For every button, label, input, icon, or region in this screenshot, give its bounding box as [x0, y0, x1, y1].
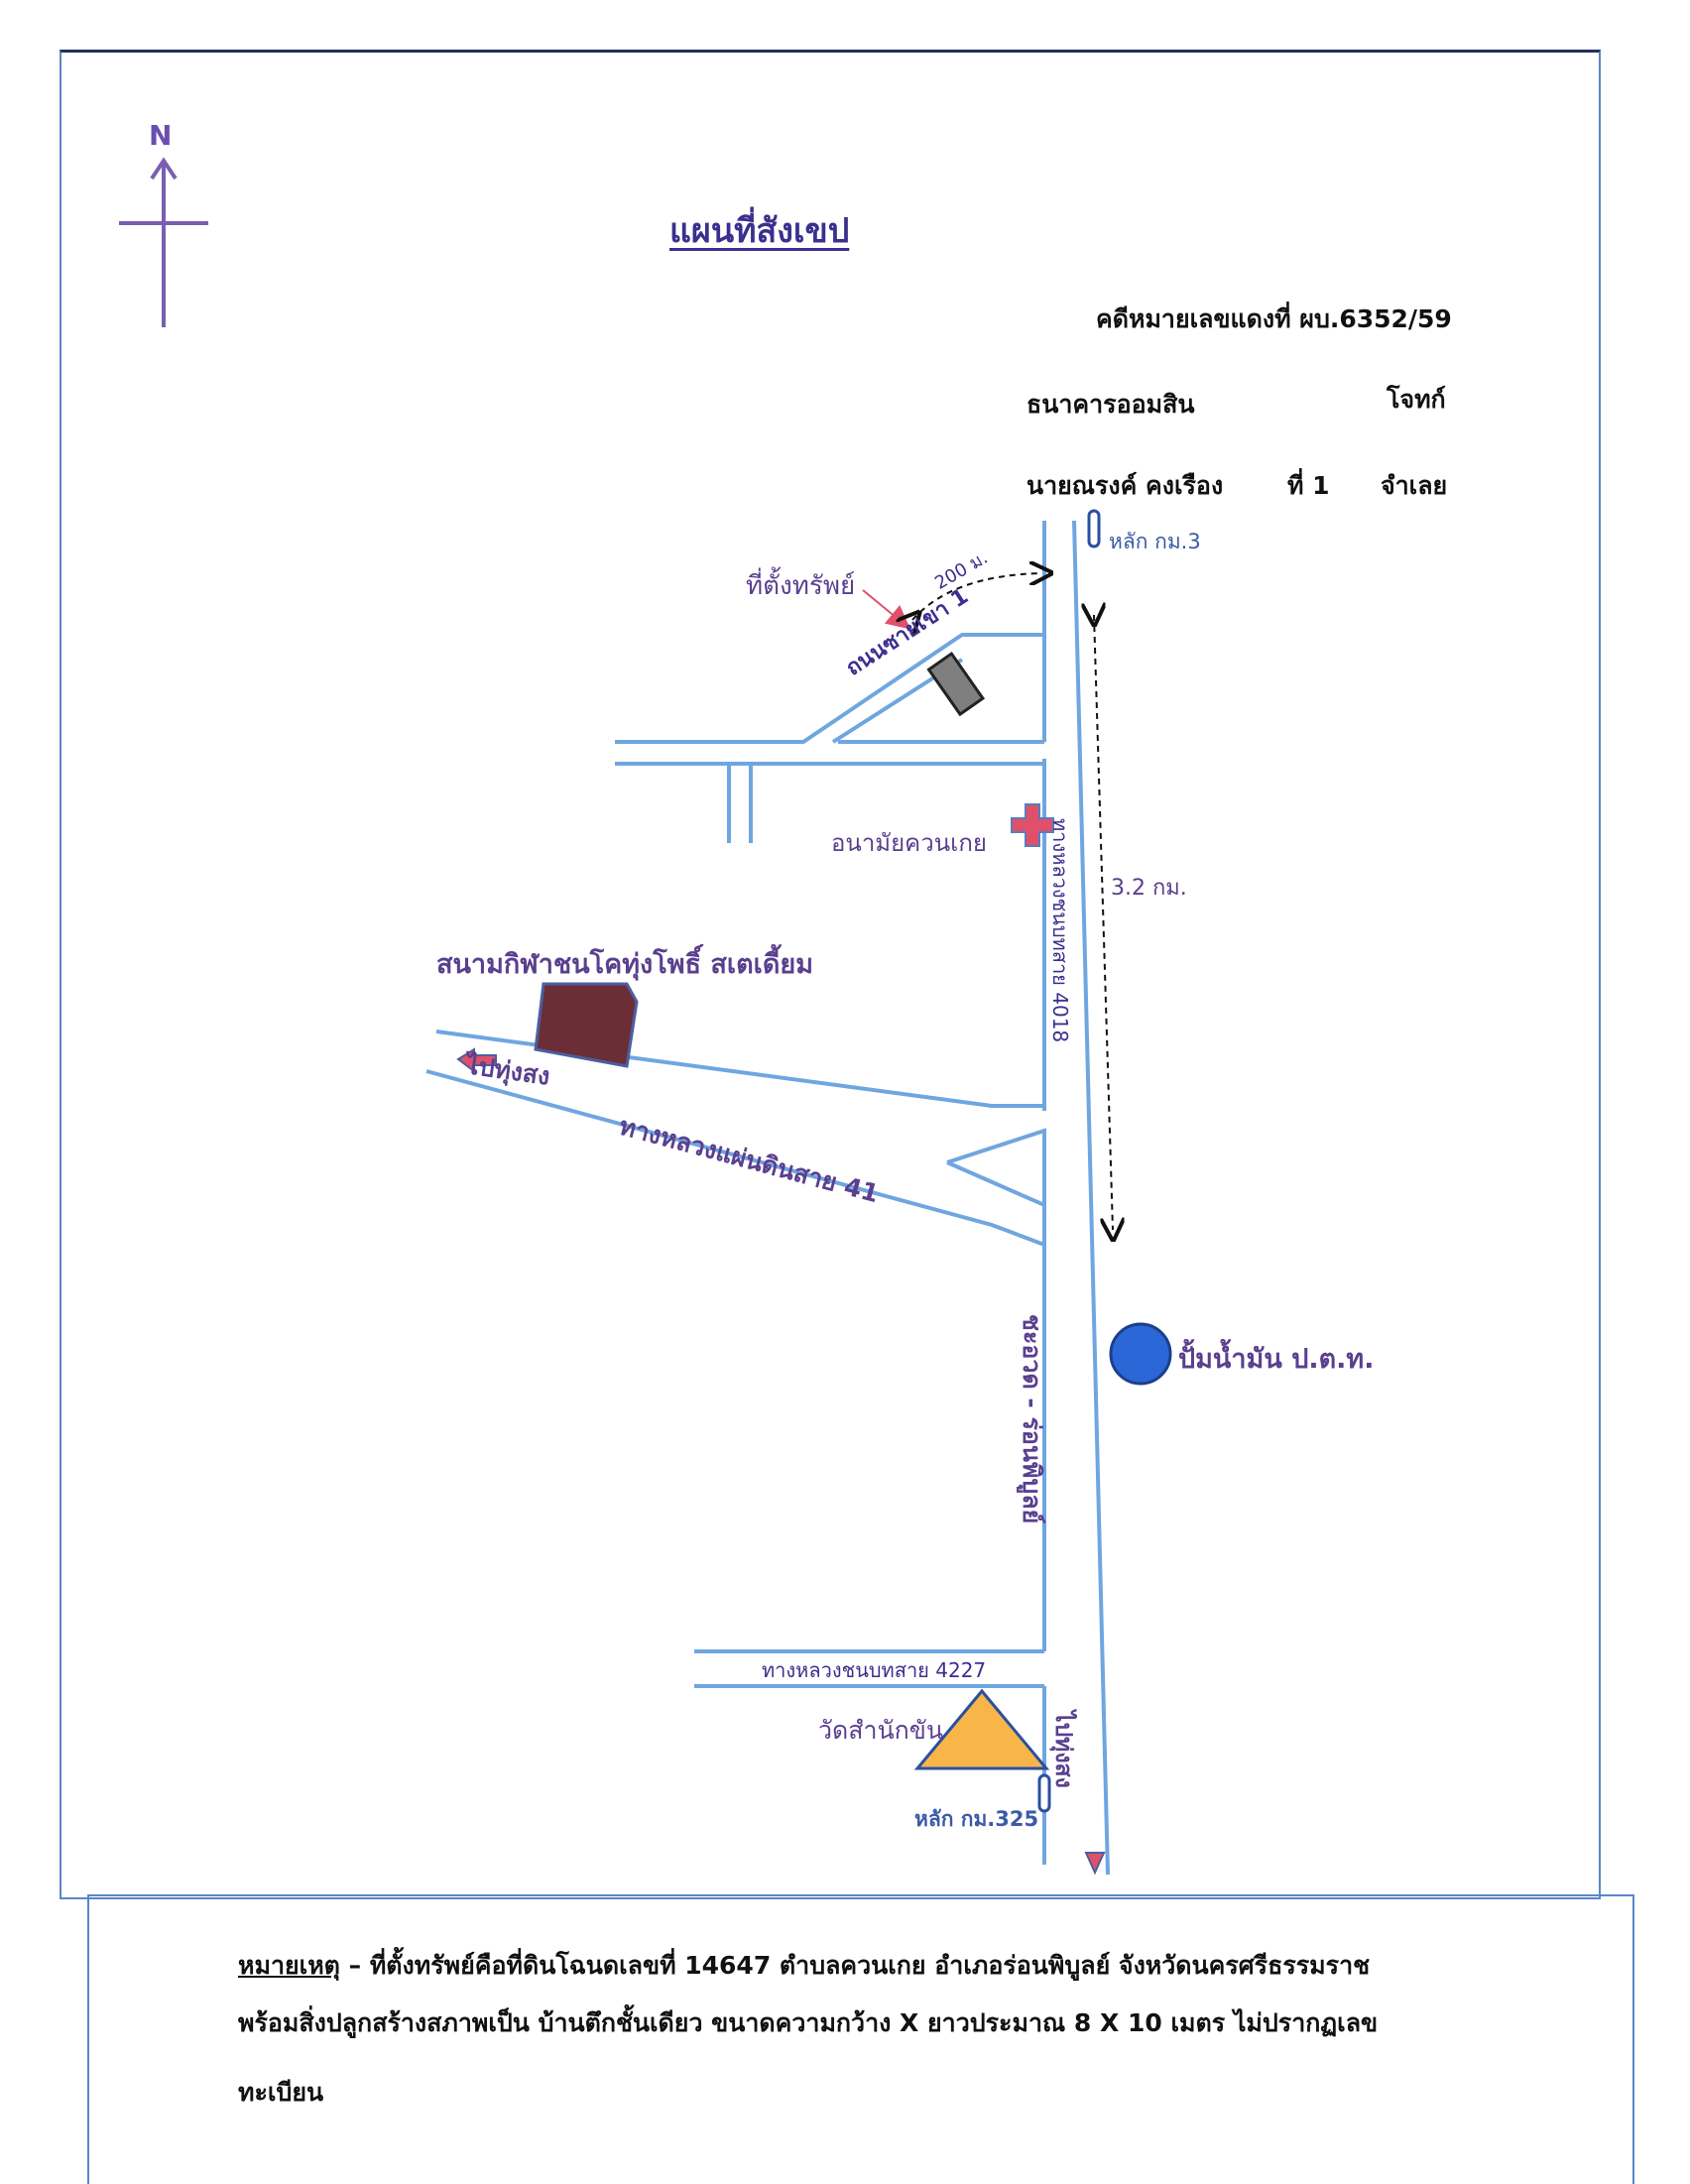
plaintiff-name: ธนาคารออมสิน — [1026, 390, 1195, 419]
km-marker-bottom-icon — [1037, 1773, 1051, 1813]
temple-icon — [913, 1688, 1050, 1770]
defendant-name: นายณรงค์ คงเรือง — [1026, 471, 1224, 500]
page-title: แผนที่สังเขป — [669, 211, 850, 251]
remark-line-3: ทะเบียน — [238, 2078, 324, 2107]
distance-3-2-label: 3.2 กม. — [1111, 876, 1187, 901]
gas-station-icon — [1109, 1322, 1172, 1386]
distance-200-arrow — [912, 573, 1041, 620]
property-label: ที่ตั้งทรัพย์ — [746, 571, 856, 601]
remark-line-1: หมายเหตุ – ที่ตั้งทรัพย์คือที่ดินโฉนดเลข… — [238, 1946, 1370, 1986]
remark-frame — [87, 1894, 1634, 2184]
soi-road — [615, 633, 1044, 843]
case-number: คดีหมายเลขแดงที่ ผบ.6352/59 — [1096, 304, 1452, 333]
km-marker-bottom-label: หลัก กม.325 — [914, 1807, 1039, 1831]
to-thung-song-bottom-arrow-icon — [1084, 1852, 1106, 1876]
km-marker-top-icon — [1087, 509, 1101, 548]
map-frame — [60, 50, 1601, 1899]
remark-heading: หมายเหตุ — [238, 1951, 340, 1980]
property-building-icon — [926, 651, 986, 717]
stadium-icon — [534, 982, 639, 1068]
remark-line-2: พร้อมสิ่งปลูกสร้างสภาพเป็น บ้านตึกชั้นเด… — [238, 2008, 1379, 2037]
compass-north-label: N — [149, 119, 173, 152]
road-4227 — [694, 1649, 1044, 1688]
km-marker-top-label: หลัก กม.3 — [1109, 530, 1201, 553]
gas-station-label: ปั้มน้ำมัน ป.ต.ท. — [1178, 1344, 1375, 1375]
main-road-label: ชะอวด - ร่อนพิบูลย์ — [1018, 1314, 1046, 1524]
to-thung-song-bottom-label: ไปทุ่งสง — [1050, 1711, 1076, 1788]
north-arrow-icon — [119, 157, 208, 327]
defendant-role: จำเลย — [1381, 471, 1448, 500]
stadium-label: สนามกิฬาชนโคทุ่งโพธิ์ สเตเดี้ยม — [436, 949, 813, 980]
temple-label: วัดสำนักขัน — [818, 1716, 943, 1745]
distance-3-2-arrow — [1094, 615, 1113, 1230]
defendant-index: ที่ 1 — [1287, 471, 1330, 500]
health-center-label: อนามัยควนเกย — [831, 829, 987, 857]
main-road — [1042, 520, 1110, 1876]
road-4018-label: ทางหลวงชนบทสาย 4018 — [1048, 818, 1072, 1043]
plaintiff-role: โจทก์ — [1387, 385, 1446, 414]
road-4227-label: ทางหลวงชนบทสาย 4227 — [762, 1658, 987, 1682]
to-thung-song-arrow-icon — [456, 1047, 497, 1073]
remark-line-1-text: – ที่ตั้งทรัพย์คือที่ดินโฉนดเลขที่ 14647… — [348, 1951, 1371, 1980]
hospital-cross-icon — [1011, 803, 1054, 847]
